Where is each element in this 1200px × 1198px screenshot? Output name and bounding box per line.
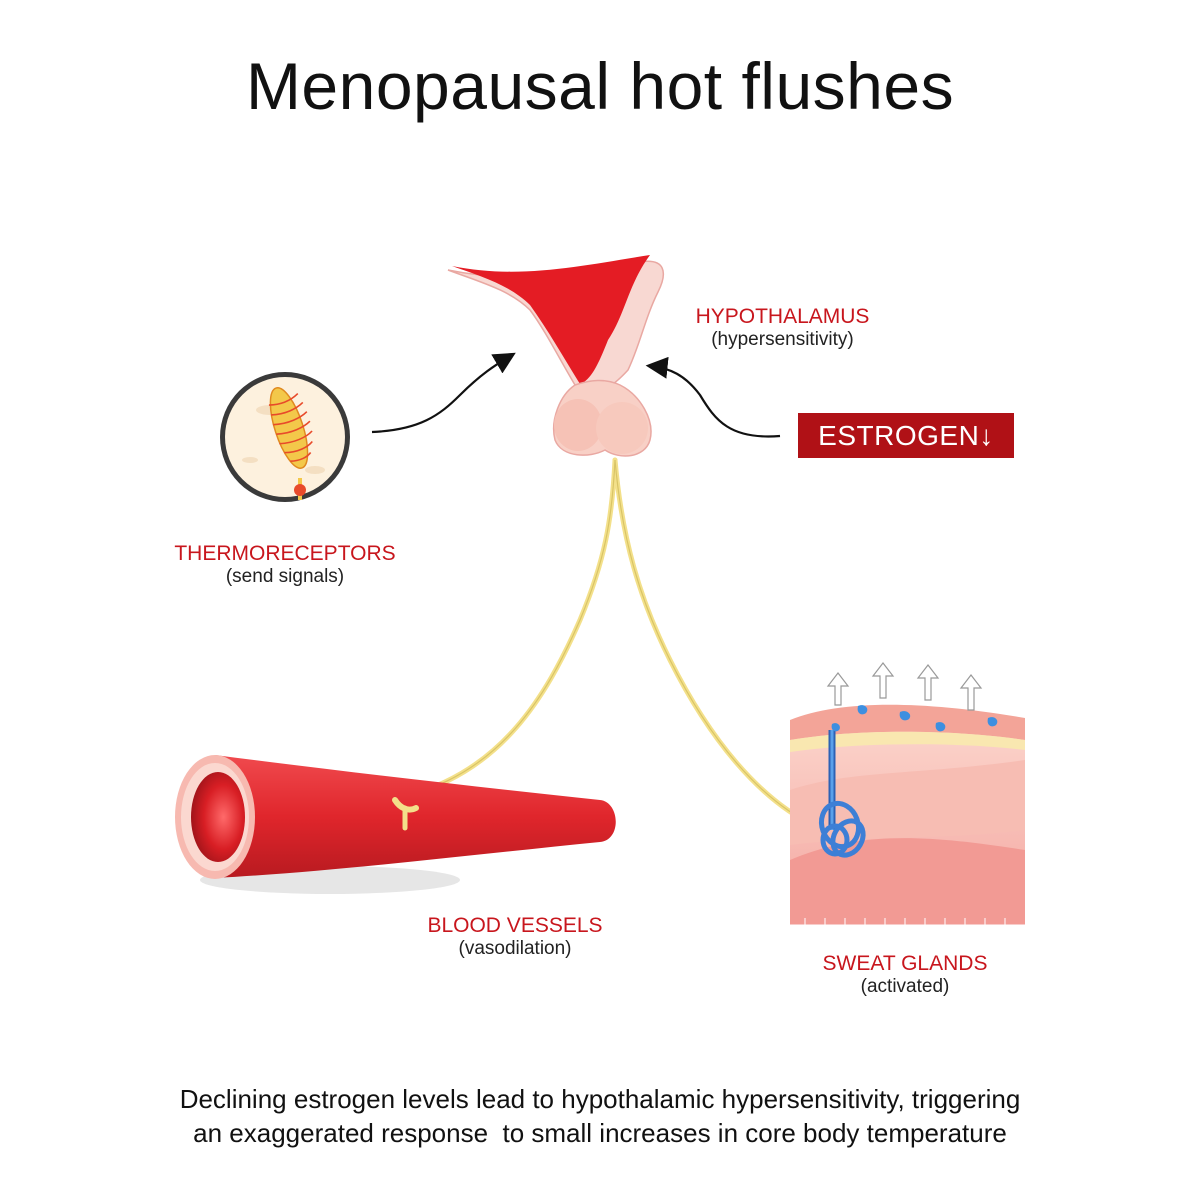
- hypothalamus-name: HYPOTHALAMUS: [695, 305, 870, 328]
- estrogen-badge: ESTROGEN↓: [798, 413, 1014, 458]
- heat-arrows: [826, 662, 983, 711]
- hypothalamus-sub: (hypersensitivity): [711, 329, 854, 351]
- thermoreceptors-name: THERMORECEPTORS: [174, 542, 396, 565]
- blood-vessel-icon: [175, 755, 616, 894]
- hypothalamus-icon: [447, 255, 665, 457]
- thermoreceptor-icon: [220, 372, 350, 502]
- caption: Declining estrogen levels lead to hypoth…: [40, 1082, 1160, 1151]
- thermoreceptors-sub: (send signals): [225, 566, 345, 588]
- nerve-lines: [407, 457, 818, 829]
- arrow-estrogen-to-hypothalamus: [645, 356, 781, 438]
- thermoreceptors-label: THERMORECEPTORS (send signals): [160, 541, 410, 589]
- sweat-glands-sub: (activated): [860, 976, 950, 998]
- blood-vessels-label: BLOOD VESSELS (vasodilation): [395, 913, 635, 961]
- caption-line-2: an exaggerated response to small increas…: [193, 1118, 1007, 1149]
- sweat-glands-label: SWEAT GLANDS (activated): [785, 951, 1025, 999]
- arrow-thermoreceptors-to-hypothalamus: [371, 352, 516, 434]
- page-title: Menopausal hot flushes: [245, 49, 955, 123]
- hypothalamus-label: HYPOTHALAMUS (hypersensitivity): [660, 304, 905, 352]
- blood-vessels-name: BLOOD VESSELS: [427, 914, 603, 937]
- sweat-glands-name: SWEAT GLANDS: [822, 952, 988, 975]
- sweat-gland-icon: [790, 704, 1025, 926]
- blood-vessels-sub: (vasodilation): [458, 938, 572, 960]
- caption-line-1: Declining estrogen levels lead to hypoth…: [179, 1084, 1021, 1114]
